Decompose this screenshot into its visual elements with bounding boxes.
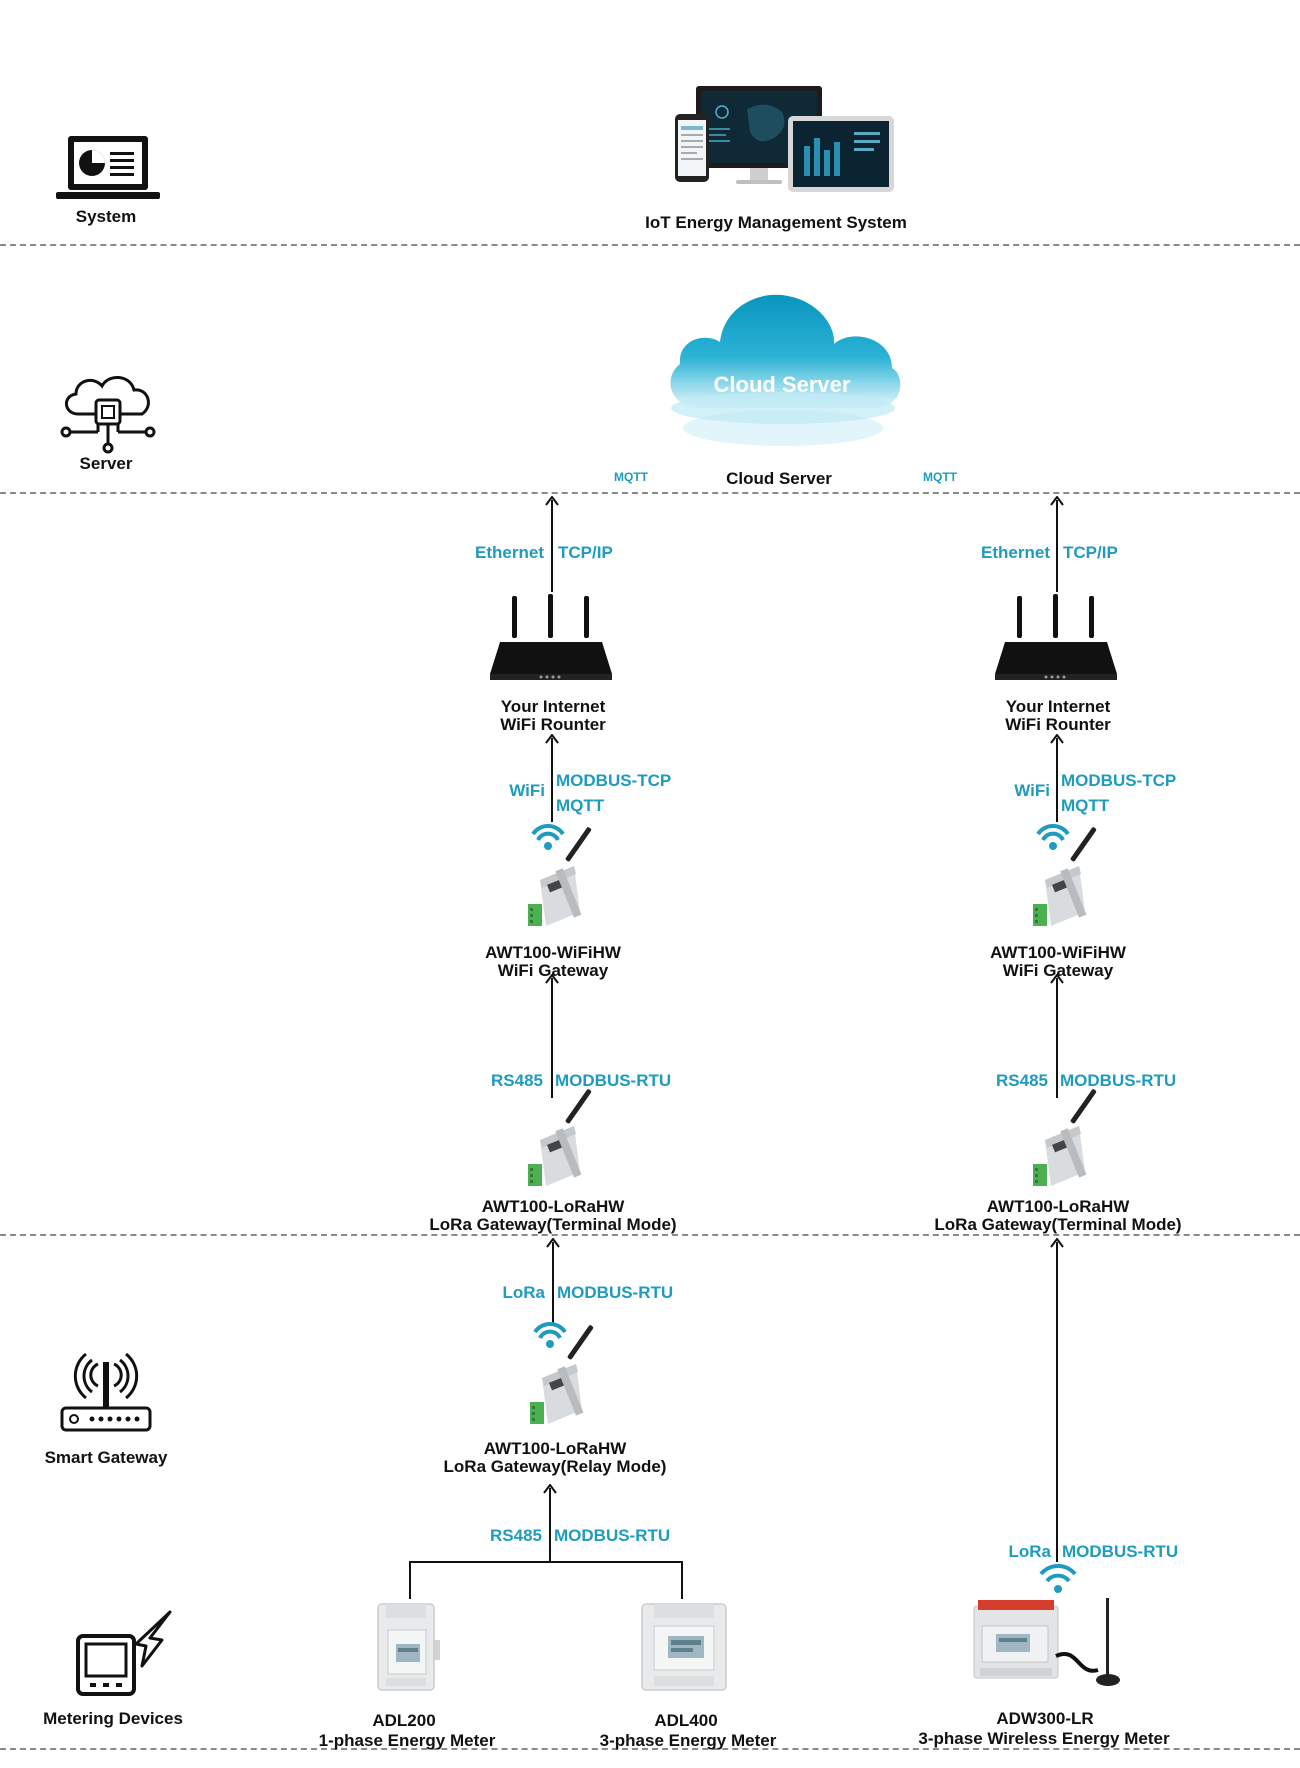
wifi-signal-icon bbox=[1038, 1564, 1078, 1594]
router1-title-line1: Your Internet bbox=[500, 697, 606, 716]
relay-gateway-title-line1: AWT100-LoRaHW bbox=[483, 1439, 627, 1458]
meter-lightning-icon bbox=[74, 1610, 174, 1700]
divider-gateway bbox=[0, 1234, 1300, 1236]
link-wifigw2-router2 bbox=[1056, 738, 1058, 822]
wifi-router-icon bbox=[486, 592, 616, 688]
adl200-title-line2: 1-phase Energy Meter bbox=[318, 1731, 496, 1750]
laptop-icon bbox=[54, 132, 162, 204]
lora-gateway-device-icon bbox=[520, 1086, 600, 1198]
category-smart-gateway-label: Smart Gateway bbox=[44, 1448, 168, 1467]
link-lora1-wifigw1 bbox=[551, 978, 553, 1098]
link-meters-relay bbox=[549, 1488, 551, 1562]
cloud-label: Cloud Server bbox=[713, 372, 851, 397]
arrow-up-icon bbox=[1050, 1238, 1064, 1248]
meter-bus-line bbox=[409, 1561, 683, 1563]
wifi-gateway2-title-line1: AWT100-WiFiHW bbox=[990, 943, 1126, 962]
adl400-title-line1: ADL400 bbox=[654, 1711, 718, 1730]
link-lora2-wifigw2 bbox=[1056, 978, 1058, 1098]
arrow-up-icon bbox=[545, 974, 559, 984]
arrow-up-icon bbox=[546, 1238, 560, 1248]
adl200-title-line1: ADL200 bbox=[372, 1711, 436, 1730]
modbus-rtu-label: MODBUS-RTU bbox=[1060, 1071, 1177, 1090]
modbus-tcp-label: MODBUS-TCP bbox=[556, 771, 672, 790]
modbus-rtu-label: MODBUS-RTU bbox=[1062, 1542, 1179, 1561]
wifi-gateway1-title-line1: AWT100-WiFiHW bbox=[485, 943, 621, 962]
lora-gateway2-title-line1: AWT100-LoRaHW bbox=[986, 1197, 1130, 1216]
link-adl200 bbox=[409, 1561, 411, 1599]
lora-gateway2-title-line2: LoRa Gateway(Terminal Mode) bbox=[934, 1215, 1182, 1234]
arrow-up-icon bbox=[545, 734, 559, 744]
link-relay-lora1 bbox=[552, 1242, 554, 1326]
arrow-up-icon bbox=[1050, 974, 1064, 984]
category-system-label: System bbox=[75, 207, 137, 226]
arrow-up-icon bbox=[543, 1484, 557, 1494]
lora-gateway-device-icon bbox=[1025, 1086, 1105, 1198]
router2-title-line1: Your Internet bbox=[1005, 697, 1111, 716]
modbus-rtu-label: MODBUS-RTU bbox=[554, 1526, 671, 1545]
link-adw300-lora2 bbox=[1056, 1242, 1058, 1562]
tcpip-label: TCP/IP bbox=[1063, 543, 1118, 562]
ethernet-label: Ethernet bbox=[981, 543, 1050, 562]
mqtt-label: MQTT bbox=[556, 796, 605, 815]
tcpip-label: TCP/IP bbox=[558, 543, 613, 562]
arrow-up-icon bbox=[545, 496, 559, 506]
rs485-label: RS485 bbox=[996, 1071, 1048, 1090]
modbus-tcp-label: MODBUS-TCP bbox=[1061, 771, 1177, 790]
cloud-graphic bbox=[660, 288, 906, 456]
wifi-label: WiFi bbox=[1014, 781, 1050, 800]
divider-system bbox=[0, 244, 1300, 246]
ethernet-label: Ethernet bbox=[475, 543, 544, 562]
router2-title-line2: WiFi Rounter bbox=[1005, 715, 1111, 734]
mqtt-right-label: MQTT bbox=[923, 470, 957, 484]
lora-label: LoRa bbox=[1008, 1542, 1052, 1561]
wifi-gateway-device-icon bbox=[520, 822, 600, 938]
category-server-label: Server bbox=[79, 454, 133, 473]
modbus-rtu-label: MODBUS-RTU bbox=[555, 1071, 672, 1090]
router1-title-line2: WiFi Rounter bbox=[500, 715, 606, 734]
cloud-server-caption: Cloud Server bbox=[726, 469, 832, 488]
relay-gateway-title-line2: LoRa Gateway(Relay Mode) bbox=[443, 1457, 667, 1476]
rs485-label: RS485 bbox=[491, 1071, 543, 1090]
lora-label: LoRa bbox=[502, 1283, 546, 1302]
mqtt-left-label: MQTT bbox=[614, 470, 648, 484]
iot-system-title: IoT Energy Management System bbox=[645, 213, 907, 232]
wifi-gateway-device-icon bbox=[1025, 822, 1105, 938]
relay-gateway-device-icon bbox=[522, 1320, 602, 1436]
lora-gateway1-title-line2: LoRa Gateway(Terminal Mode) bbox=[429, 1215, 677, 1234]
adl400-meter-icon bbox=[638, 1600, 730, 1694]
adw300-meter-icon bbox=[968, 1596, 1128, 1696]
modbus-rtu-label: MODBUS-RTU bbox=[557, 1283, 674, 1302]
cloud-server-icon bbox=[58, 370, 158, 454]
lora-gateway1-title-line1: AWT100-LoRaHW bbox=[481, 1197, 625, 1216]
category-metering-devices-label: Metering Devices bbox=[43, 1709, 183, 1728]
link-router2-cloud bbox=[1056, 500, 1058, 592]
router-antenna-icon bbox=[58, 1350, 154, 1434]
mqtt-label: MQTT bbox=[1061, 796, 1110, 815]
adl200-meter-icon bbox=[374, 1600, 444, 1694]
wifi-gateway2-title-line2: WiFi Gateway bbox=[1002, 961, 1114, 980]
divider-bottom bbox=[0, 1748, 1300, 1750]
link-router1-cloud bbox=[551, 500, 553, 592]
divider-server bbox=[0, 492, 1300, 494]
rs485-label: RS485 bbox=[490, 1526, 542, 1545]
devices-illustration bbox=[672, 84, 898, 196]
adw300-title-line1: ADW300-LR bbox=[996, 1709, 1094, 1728]
wifi-router-icon bbox=[991, 592, 1121, 688]
wifi-label: WiFi bbox=[509, 781, 545, 800]
adw300-title-line2: 3-phase Wireless Energy Meter bbox=[918, 1729, 1170, 1748]
adl400-title-line2: 3-phase Energy Meter bbox=[599, 1731, 777, 1750]
link-wifigw1-router1 bbox=[551, 738, 553, 822]
wifi-gateway1-title-line2: WiFi Gateway bbox=[497, 961, 609, 980]
arrow-up-icon bbox=[1050, 734, 1064, 744]
link-adl400 bbox=[681, 1561, 683, 1599]
arrow-up-icon bbox=[1050, 496, 1064, 506]
